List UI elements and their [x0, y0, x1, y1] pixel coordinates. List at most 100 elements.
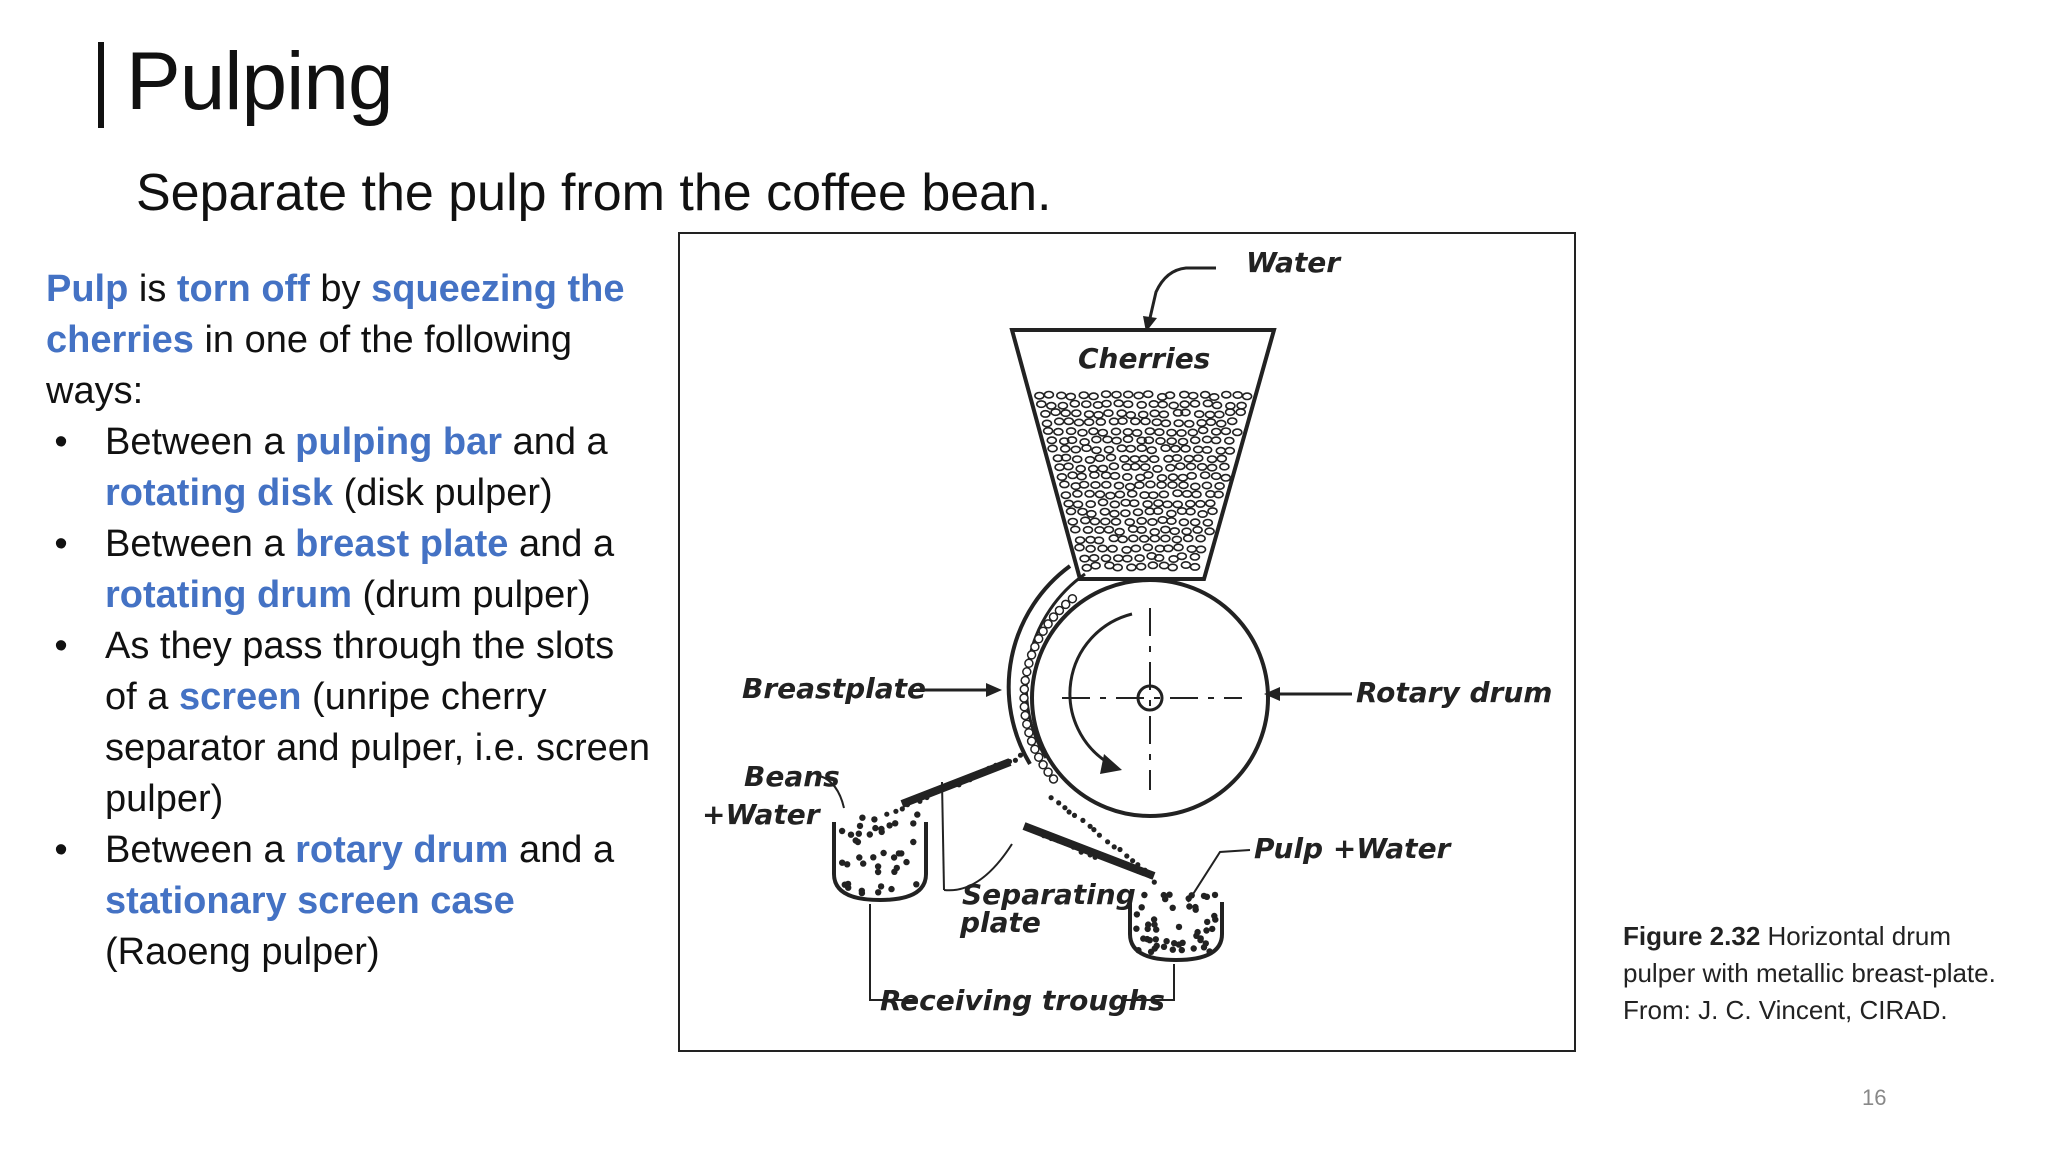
- particle: [845, 884, 852, 891]
- cherry: [1109, 471, 1121, 480]
- cherry: [1191, 490, 1202, 499]
- cherry: [1053, 427, 1064, 436]
- cherry: [1092, 401, 1104, 410]
- cherry: [1201, 445, 1213, 454]
- cherry: [1241, 392, 1253, 401]
- cherry: [1219, 462, 1230, 471]
- bean: [1020, 675, 1030, 686]
- cherry: [1215, 446, 1227, 455]
- text-run: (drum pulper): [351, 574, 591, 616]
- receiving-pointer-right: [1126, 964, 1175, 1001]
- particle: [1146, 937, 1153, 944]
- cherry: [1078, 480, 1090, 489]
- cherry: [1120, 498, 1132, 507]
- cherry: [1197, 426, 1209, 435]
- particle: [1140, 935, 1147, 942]
- drum-rotation-arrowhead: [1100, 754, 1122, 774]
- cherry: [1165, 463, 1176, 472]
- cherry: [1178, 390, 1190, 399]
- cherry: [1138, 454, 1150, 463]
- particle: [1055, 838, 1061, 844]
- particle: [1197, 935, 1204, 942]
- cherry: [1076, 472, 1087, 481]
- cherry: [1055, 391, 1067, 400]
- cherry: [1085, 535, 1096, 544]
- cherry: [1174, 462, 1186, 471]
- particle: [899, 806, 905, 812]
- cherry: [1060, 491, 1072, 500]
- text-run: is: [128, 268, 177, 310]
- cherry: [1136, 400, 1148, 409]
- cherry: [1067, 517, 1079, 526]
- cherry: [1124, 482, 1136, 491]
- label-plate: plate: [959, 906, 1041, 939]
- cherry: [1195, 534, 1206, 543]
- cherry: [1126, 563, 1137, 572]
- particle: [1056, 800, 1062, 806]
- separating-pointer-left: [941, 781, 945, 891]
- cherry: [1220, 390, 1232, 399]
- cherry: [1103, 445, 1115, 454]
- particle: [1162, 895, 1169, 903]
- particle: [1200, 892, 1208, 900]
- particle: [839, 859, 846, 866]
- particle: [858, 889, 866, 897]
- cherry: [1149, 527, 1161, 536]
- particle: [1104, 855, 1110, 861]
- cherry: [1094, 454, 1106, 463]
- particle: [886, 822, 893, 829]
- cherry: [1103, 525, 1115, 534]
- particle: [1062, 840, 1068, 846]
- highlight-term: stationary screen case: [105, 880, 515, 922]
- cherry: [1077, 507, 1088, 516]
- cherry: [1125, 444, 1137, 453]
- bullet-item: •As they pass through the slots of a scr…: [46, 621, 656, 825]
- cherry: [1122, 428, 1134, 437]
- cherry: [1226, 417, 1238, 426]
- cherry: [1085, 500, 1097, 509]
- cherry: [1054, 463, 1065, 472]
- particle: [880, 849, 887, 857]
- cherry: [1167, 563, 1179, 572]
- particle: [1135, 862, 1141, 868]
- particle: [1200, 944, 1208, 951]
- cherry: [1160, 419, 1172, 428]
- cherry: [1109, 509, 1120, 518]
- particle: [1141, 891, 1148, 899]
- cherry: [1105, 491, 1116, 500]
- text-run: Between a: [105, 829, 296, 871]
- cherry: [1164, 391, 1176, 400]
- cherry: [1097, 544, 1108, 553]
- cherry: [1160, 534, 1171, 543]
- particle: [1175, 923, 1183, 931]
- particle: [844, 861, 851, 868]
- cherry: [1166, 516, 1177, 525]
- cherry: [1178, 481, 1189, 490]
- cherry: [1205, 418, 1217, 427]
- cherry: [1069, 399, 1081, 408]
- particle: [903, 858, 910, 866]
- trough-contents: [838, 811, 1219, 955]
- particle: [1160, 943, 1168, 950]
- cherry: [1125, 411, 1137, 420]
- cherry: [1114, 527, 1125, 536]
- bean: [1026, 736, 1037, 746]
- cherry: [1099, 517, 1111, 526]
- cherry: [1122, 435, 1134, 444]
- bean: [1038, 626, 1048, 636]
- cherry: [1189, 518, 1201, 527]
- body-text: Pulp is torn off by squeezing the cherri…: [46, 264, 656, 978]
- separating-plate-left: [900, 758, 1012, 808]
- particle: [993, 762, 999, 769]
- cherry: [1087, 464, 1099, 473]
- cherry: [1075, 464, 1087, 473]
- cherry: [1117, 417, 1128, 426]
- bean: [1019, 702, 1030, 712]
- cherry: [1116, 444, 1128, 453]
- particle: [917, 798, 923, 804]
- cherry: [1063, 462, 1074, 471]
- cherry: [1129, 455, 1141, 464]
- cherry: [1167, 473, 1179, 482]
- cherry: [1158, 561, 1170, 570]
- cherry: [1122, 400, 1134, 409]
